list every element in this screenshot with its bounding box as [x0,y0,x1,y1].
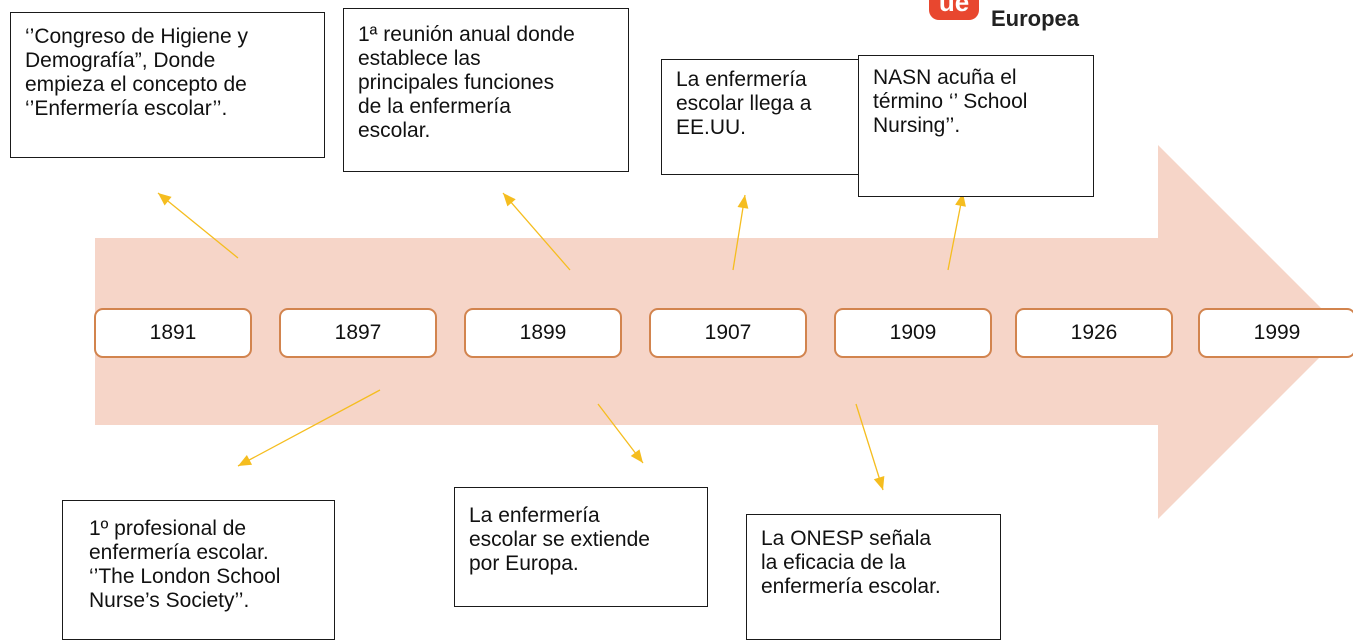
year-box-1926: 1926 [1015,308,1173,358]
year-box-1897: 1897 [279,308,437,358]
event-note-1897: 1º profesional de enfermería escolar. ‘’… [62,500,335,640]
year-box-1891: 1891 [94,308,252,358]
year-box-1999: 1999 [1198,308,1353,358]
pointer-1899-top [502,192,571,271]
year-box-1899: 1899 [464,308,622,358]
pointer-1891 [157,192,239,259]
pointer-1897 [237,389,381,467]
event-note-1909-top: NASN acuña el término ‘’ School Nursing’… [858,55,1094,197]
pointer-1907 [732,194,749,271]
logo-mark: ue [929,0,979,20]
event-note-1909-bottom: La ONESP señala la eficacia de la enferm… [746,514,1001,640]
pointer-1909-bottom [855,403,885,491]
logo-wordmark: Europea [991,6,1080,31]
pointer-1899-bottom [597,403,644,464]
event-note-1907: La enfermería escolar llega a EE.UU. [661,59,867,175]
year-box-1909: 1909 [834,308,992,358]
event-note-1891: ‘’Congreso de Higiene y Demografía”, Don… [10,12,325,158]
connector-layer [157,192,966,491]
event-note-1899-top: 1ª reunión anual donde establece las pri… [343,8,629,172]
event-note-1899-bottom: La enfermería escolar se extiende por Eu… [454,487,708,607]
year-box-1907: 1907 [649,308,807,358]
university-logo: ue Europea [929,0,1129,34]
